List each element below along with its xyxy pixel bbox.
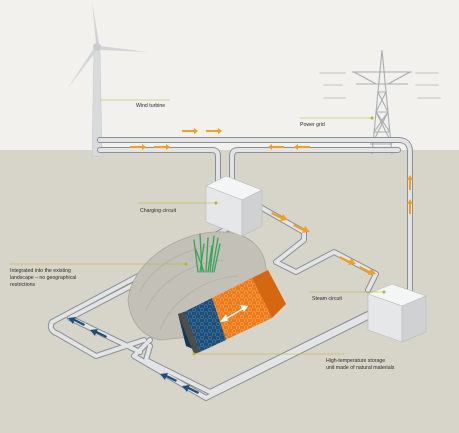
steam-circuit-box <box>367 283 427 343</box>
wind-turbine-icon <box>68 2 148 157</box>
leader-lines <box>10 99 386 356</box>
charging-circuit-label: Charging circuit <box>140 208 177 214</box>
arrow-up-left-icon <box>160 373 177 382</box>
charging-circuit-box <box>205 175 263 237</box>
storage-unit-label-2: unit made of natural materials <box>326 365 395 371</box>
storage-unit <box>178 270 286 354</box>
blue-flow-arrows <box>68 317 199 394</box>
steam-circuit-label: Steam circuit <box>312 296 343 302</box>
arrow-left-icon <box>294 144 310 150</box>
arrow-up-icon <box>407 175 413 190</box>
storage-unit-label-1: High-temperature storage <box>326 358 385 364</box>
arrow-right-icon <box>130 144 146 150</box>
arrow-up-left-icon <box>90 329 107 338</box>
bidirectional-arrow-icon <box>220 305 248 322</box>
wind-turbine-label: Wind turbine <box>136 103 165 109</box>
power-grid-label: Power grid <box>300 122 325 128</box>
arrow-up-icon <box>407 199 413 214</box>
power-lines <box>319 72 441 99</box>
arrow-down-right-icon <box>293 224 310 233</box>
integrated-landscape-label-3: restrictions <box>10 282 35 288</box>
arrow-up-left-icon <box>182 385 199 394</box>
arrow-right-icon <box>206 128 222 134</box>
arrow-down-right-icon <box>339 256 356 265</box>
arrow-down-right-icon <box>271 212 288 221</box>
integrated-landscape-label-1: Integrated into the existing <box>10 268 71 274</box>
grass-icon <box>193 233 221 273</box>
arrow-up-left-icon <box>68 317 85 326</box>
arrow-left-icon <box>268 144 284 150</box>
orange-flow-arrows <box>130 128 413 275</box>
integrated-landscape-label-2: landscape – no geographical <box>10 275 76 281</box>
arrow-down-right-icon <box>359 266 376 275</box>
arrow-right-icon <box>182 128 198 134</box>
arrow-right-icon <box>154 144 170 150</box>
